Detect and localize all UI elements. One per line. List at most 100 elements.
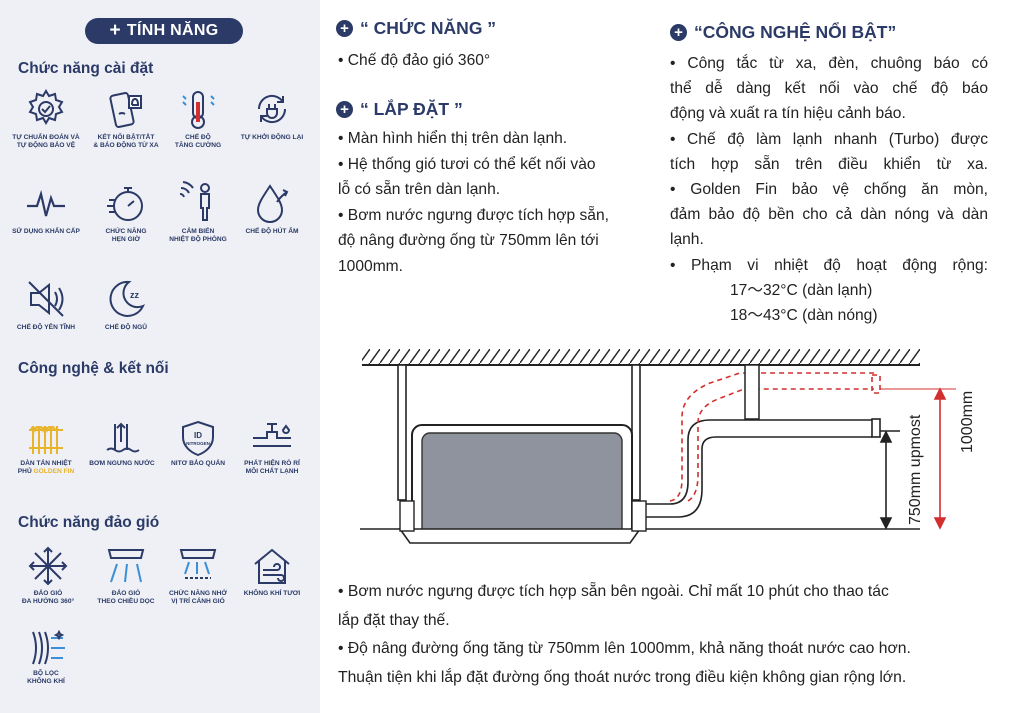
feature-sidebar: + TÍNH NĂNG Chức năng cài đặt TỰ CHUẨN Đ… [0, 0, 320, 713]
label-1000: 1000mm [959, 391, 976, 453]
tech-text: • Công tắc từ xa, đèn, chuông báo có thể… [670, 51, 988, 328]
bottom-line: • Độ nâng đường ống tăng từ 750mm lên 10… [338, 640, 911, 657]
feature-label: VỊ TRÍ CÁNH GIÓ [171, 598, 225, 605]
feature-label: KHÔNG KHÍ TƯƠI [243, 590, 301, 597]
feature-label: KHÔNG KHÍ [27, 678, 65, 685]
feature-label: & BÁO ĐỘNG TỪ XA [93, 142, 159, 149]
ceiling-hatch [362, 349, 920, 366]
feature-label: ĐẢO GIÓ [111, 590, 141, 597]
feature-label: BƠM NGƯNG NƯỚC [89, 460, 155, 467]
golden-fin-label: GOLDEN FIN [33, 468, 75, 475]
tech-line: tích hợp sẵn trên điều khiển từ xa. [670, 155, 988, 173]
feature-label: THEO CHIỀU DỌC [97, 598, 155, 605]
golden-fin-icon [29, 426, 63, 454]
feature-label: ĐA HƯỚNG 360° [21, 598, 75, 605]
tech-heading: + “CÔNG NGHỆ NỔI BẬT” [670, 22, 896, 43]
mute-speaker-icon [28, 281, 64, 317]
pulse-icon [27, 189, 65, 217]
install-title: “ LẮP ĐẶT ” [360, 99, 463, 119]
bottom-text: • Bơm nước ngưng được tích hợp sẵn bên n… [338, 578, 911, 692]
features-badge: + TÍNH NĂNG [85, 18, 243, 44]
nitrogen-id-text: ID [194, 431, 202, 440]
thermometer-boost-icon [182, 91, 215, 129]
feature-label: CẢM BIẾN [181, 228, 215, 235]
tech-line: thể dễ dàng kết nối vào chế độ báo [670, 80, 988, 98]
install-heading: + “ LẮP ĐẶT ” [336, 99, 463, 120]
function-item: • Chế độ đảo gió 360° [338, 52, 491, 69]
label-750: 750mm upmost [907, 414, 924, 525]
gear-check-icon [28, 89, 64, 125]
feature-label: PHÁT HIỆN RÒ RỈ [244, 460, 300, 467]
section-title-setup: Chức năng cài đặt [18, 60, 154, 77]
section-title-swing: Chức năng đảo gió [18, 514, 160, 531]
install-line: lỗ có sẵn trên dàn lạnh. [338, 181, 501, 198]
tech-line: đảm bảo độ bền cho cả dàn nóng và dàn [670, 206, 988, 224]
tech-line: • Phạm vi nhiệt độ hoạt động rộng: [670, 256, 988, 274]
feature-drain-pump: BƠM NGƯNG NƯỚC [84, 418, 160, 468]
feature-label: CHẾ ĐỘ [185, 134, 211, 141]
nitrogen-shield-icon: ID NITROGEN [182, 420, 214, 457]
feature-auto-restart: TỰ KHỞI ĐỘNG LẠI [234, 86, 310, 142]
function-heading: + “ CHỨC NĂNG ” [336, 18, 496, 39]
feature-fresh-air: KHÔNG KHÍ TƯƠI [234, 544, 310, 598]
feature-label: DÀN TẢN NHIỆT [20, 460, 72, 467]
feature-sleep: zz CHẾ ĐỘ NGỦ [88, 276, 164, 332]
bottom-line: • Bơm nước ngưng được tích hợp sẵn bên n… [338, 583, 889, 600]
air-filter-icon [32, 629, 65, 665]
tech-line: động và xuất ra tín hiệu cảnh báo. [670, 105, 906, 123]
features-badge-label: TÍNH NĂNG [126, 22, 219, 39]
feature-label: TỰ KHỞI ĐỘNG LẠI [240, 134, 304, 141]
drain-pipe-750 [646, 418, 881, 518]
feature-emergency: SỬ DỤNG KHẨN CẤP [8, 180, 84, 236]
feature-label: ĐẢO GIÓ [33, 590, 63, 597]
arrows-360-icon [28, 546, 68, 586]
feature-label: MÔI CHẤT LẠNH [245, 468, 299, 475]
install-line: • Hệ thống gió tươi có thể kết nối vào [338, 155, 596, 173]
feature-label: TỰ CHUẨN ĐOÁN VÀ [12, 134, 80, 141]
timer-icon [107, 187, 143, 221]
feature-label: TĂNG CƯỜNG [174, 142, 222, 149]
feature-label: HẸN GIỜ [111, 236, 141, 243]
feature-label: NHIỆT ĐỘ PHÒNG [169, 236, 227, 243]
temp-range-outdoor: 18～43°C (dàn nóng) [730, 307, 878, 325]
plus-circle-icon: + [336, 101, 353, 118]
tech-title: “CÔNG NGHỆ NỔI BẬT” [694, 22, 897, 42]
indoor-unit [398, 424, 647, 544]
pipe-leak-icon [253, 423, 291, 447]
vertical-riser [744, 364, 760, 420]
bottom-line: Thuận tiện khi lắp đặt đường ống thoát n… [338, 668, 907, 686]
louver-memory-icon [179, 549, 217, 579]
plus-circle-icon: + [670, 24, 687, 41]
water-drop-icon [256, 184, 289, 223]
install-line: • Bơm nước ngưng được tích hợp sẵn, [338, 206, 609, 224]
install-line: 1000mm. [338, 257, 404, 275]
phone-bell-icon [109, 92, 142, 128]
plus-circle-icon: + [336, 20, 353, 37]
feature-label: KẾT NỐI BẬT/TẮT [97, 134, 155, 141]
installation-diagram: 750mm upmost 1000mm [360, 349, 976, 544]
plus-icon: + [109, 20, 121, 41]
feature-dehumidify: CHẾ ĐỘ HÚT ẨM [234, 180, 310, 236]
dimension-1000 [880, 387, 956, 530]
house-wind-icon [254, 548, 290, 584]
moon-icon: zz [109, 280, 145, 317]
restart-plug-icon [257, 94, 287, 124]
feature-label: CHẾ ĐỘ YÊN TĨNH [16, 324, 76, 331]
feature-label: CHỨC NĂNG [105, 228, 147, 235]
feature-label: NITƠ BẢO QUẢN [171, 460, 225, 467]
dimension-750 [879, 430, 900, 530]
section-title-tech: Công nghệ & kết nối [18, 360, 169, 377]
install-line: • Màn hình hiển thị trên dàn lạnh. [338, 130, 568, 147]
feature-label: CHỨC NĂNG NHỚ [169, 590, 227, 597]
nitrogen-badge-text: NITROGEN [186, 441, 210, 446]
drain-pump-icon [106, 422, 140, 453]
main-content: + “ CHỨC NĂNG ” • Chế độ đảo gió 360° + … [320, 0, 1024, 713]
